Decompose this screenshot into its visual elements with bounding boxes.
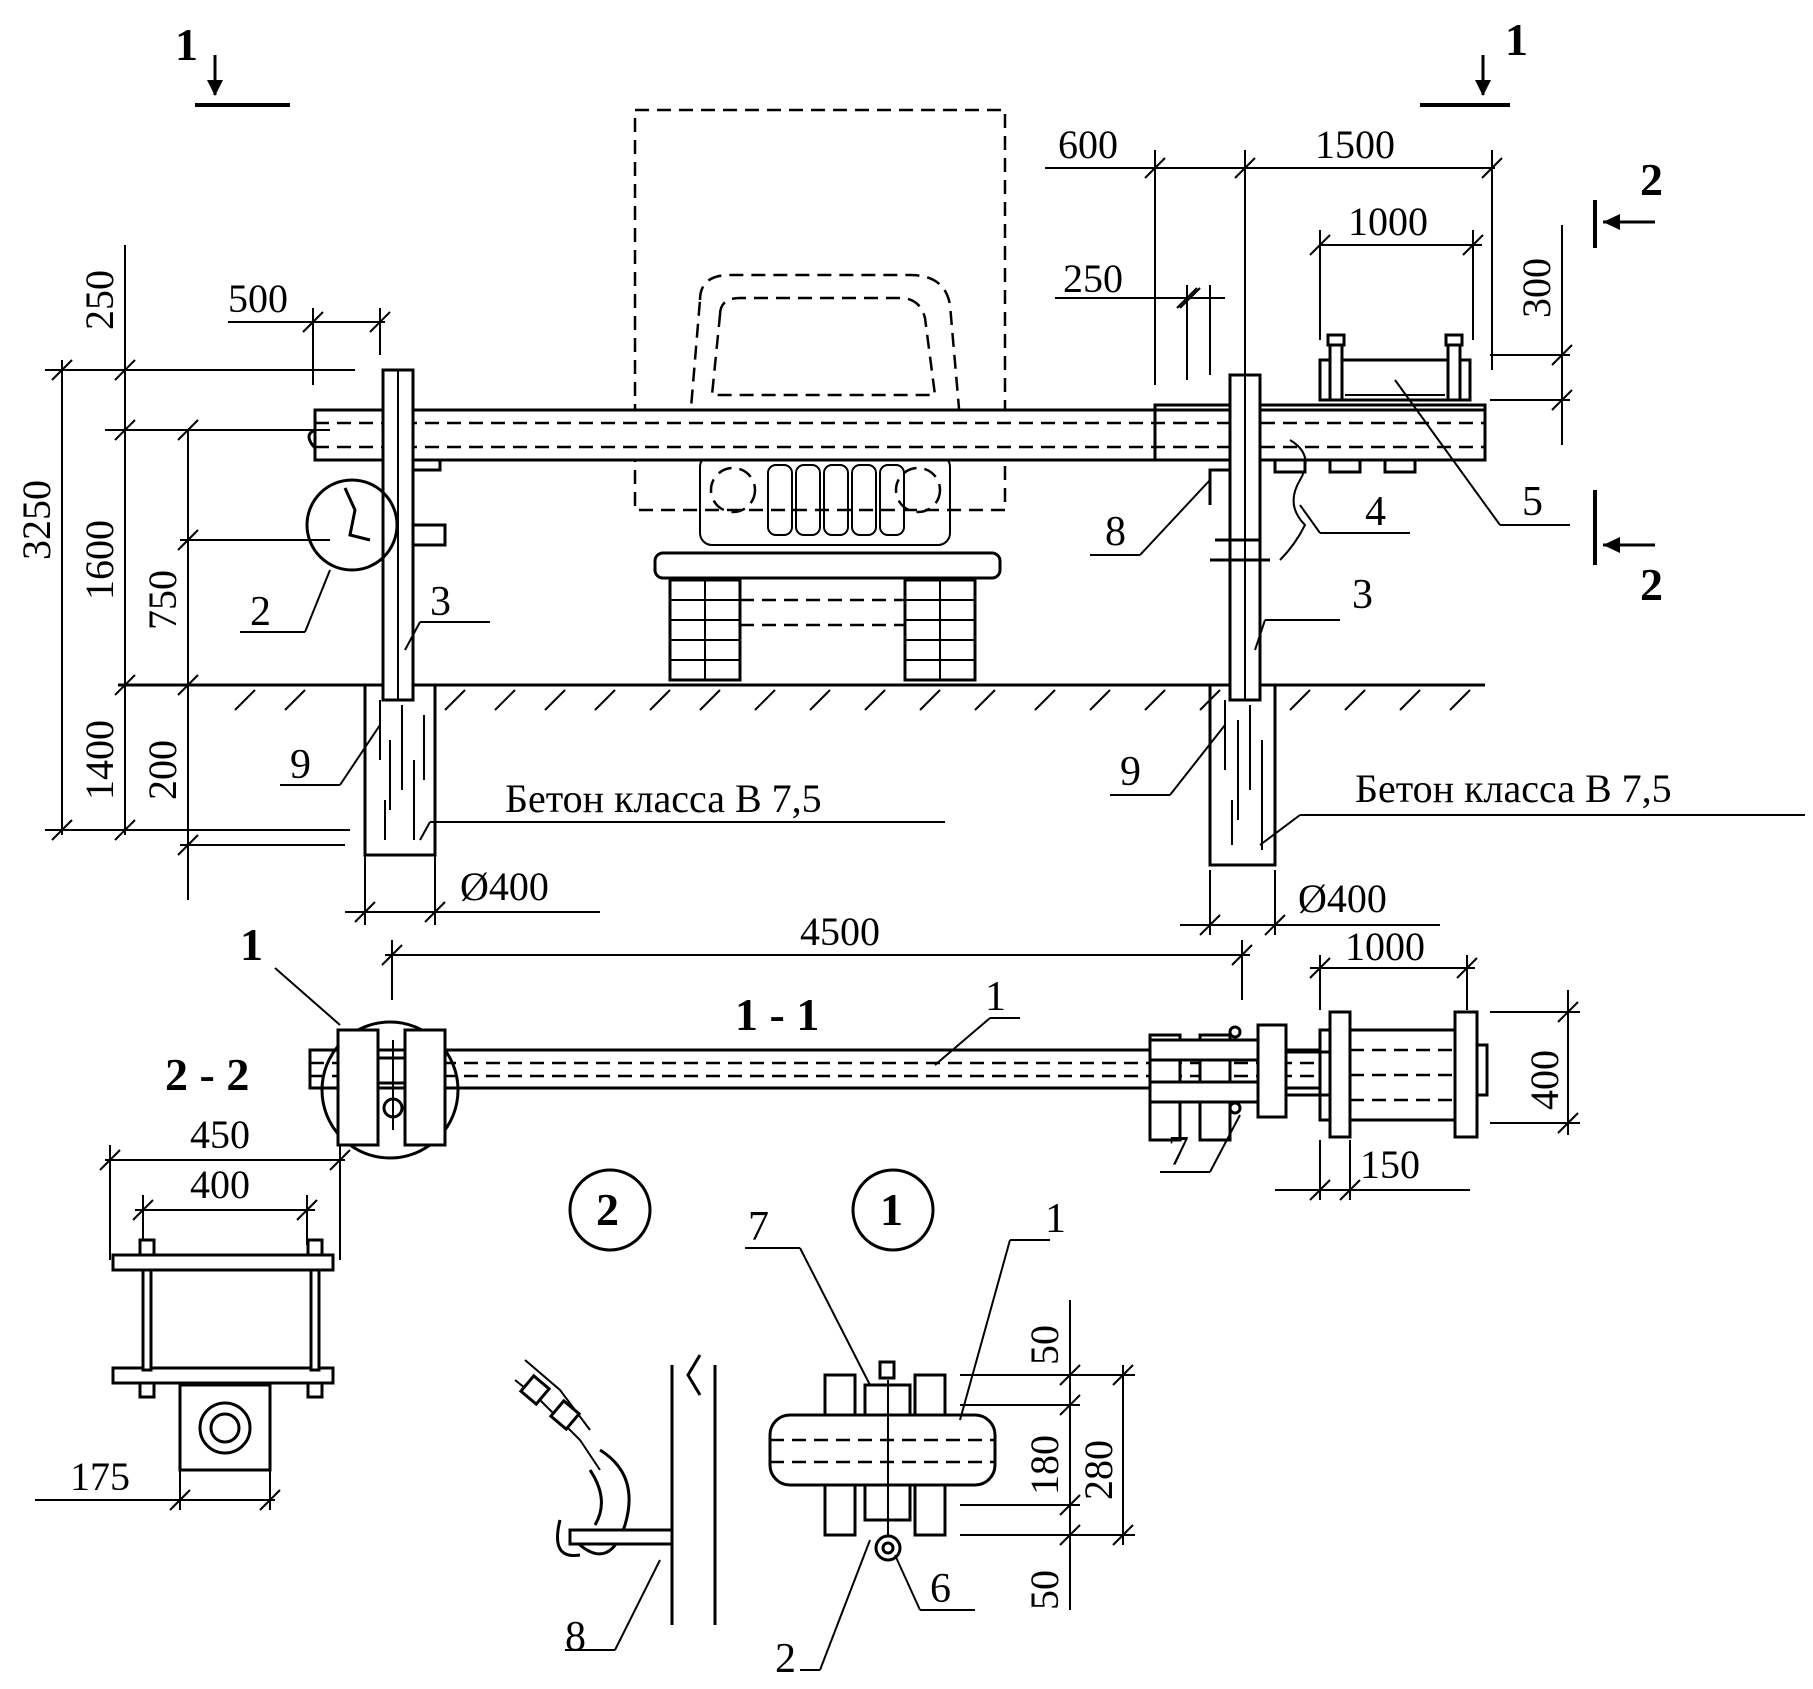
- truck-wheel-left: [668, 578, 742, 682]
- section-mark-1-right: 1: [1420, 14, 1528, 107]
- dim-1600: 1600: [77, 520, 122, 600]
- section-1-label-left: 1: [175, 19, 198, 70]
- dim-250-top: 250: [77, 270, 122, 330]
- dim-3250: 3250: [14, 480, 59, 560]
- callout-3-left: 3: [430, 579, 451, 625]
- detail-circle-2: [305, 478, 399, 572]
- callout-1-detail: 1: [1045, 1196, 1066, 1242]
- callout-9-left: 9: [290, 742, 311, 788]
- side-title: 2 - 2: [165, 1049, 249, 1100]
- dim-1000-plan: 1000: [1345, 924, 1425, 969]
- dim-1000-top: 1000: [1348, 199, 1428, 244]
- plan-view: 1 - 1 4500 1 2 - 2: [165, 909, 1580, 1201]
- dim-1500: 1500: [1315, 122, 1395, 167]
- callout-2-left: 2: [250, 589, 271, 635]
- callout-2-detail: 2: [775, 1636, 796, 1682]
- section-2-2-view: 450 400 175: [35, 1112, 351, 1511]
- dim-175: 175: [70, 1454, 130, 1499]
- callout-7-detail: 7: [748, 1204, 769, 1250]
- detail-1-view: 1 7 1 6 2 50: [745, 1168, 1135, 1682]
- callout-circle-1: 1: [240, 919, 263, 970]
- ground-line: [118, 683, 1485, 711]
- callout-1-plan: 1: [985, 974, 1006, 1020]
- right-foundation: [1208, 683, 1277, 867]
- dim-4500: 4500: [800, 909, 880, 954]
- section-mark-1-left: 1: [175, 19, 290, 107]
- truck-wheel-right: [903, 578, 977, 682]
- section-2-label-top: 2: [1640, 154, 1663, 205]
- dim-150: 150: [1360, 1142, 1420, 1187]
- left-dimensions: 3250 250 1600 1400 750 200 500 Ø400: [14, 245, 600, 925]
- dim-50-top: 50: [1022, 1325, 1067, 1365]
- hook-item-8: [1208, 458, 1417, 562]
- dim-180: 180: [1022, 1435, 1067, 1495]
- note-concrete-right: Бетон класса В 7,5: [1355, 766, 1672, 811]
- winch-item-5: [1318, 333, 1472, 402]
- dim-1400: 1400: [77, 720, 122, 800]
- dim-280: 280: [1076, 1440, 1121, 1500]
- callout-8-detail: 8: [565, 1614, 586, 1660]
- callout-6-detail: 6: [930, 1566, 951, 1612]
- elevation-callouts: 2 3 9 8 4 5 3 9 Бетон класса В 7,5 Бетон…: [240, 379, 1805, 846]
- dim-750: 750: [140, 570, 185, 630]
- callout-9-right: 9: [1120, 749, 1141, 795]
- chain-item-4: [1279, 439, 1307, 561]
- callout-7-plan: 7: [1168, 1129, 1189, 1175]
- callout-8: 8: [1105, 509, 1126, 555]
- callout-5: 5: [1522, 479, 1543, 525]
- left-foundation: [363, 683, 437, 857]
- section-2-label-bottom: 2: [1640, 559, 1663, 610]
- section-mark-2-bottom: 2: [1593, 490, 1663, 610]
- detail-1-label: 1: [880, 1184, 903, 1235]
- truck-grille: [767, 464, 905, 536]
- dim-dia-400-left: Ø400: [460, 864, 549, 909]
- detail-2-label: 2: [596, 1184, 619, 1235]
- dim-250-right: 250: [1063, 256, 1123, 301]
- detail-2-view: 2 8: [514, 1168, 717, 1660]
- note-concrete-left: Бетон класса В 7,5: [505, 776, 822, 821]
- dim-200: 200: [140, 740, 185, 800]
- dim-400-plan: 400: [1522, 1050, 1567, 1110]
- dim-600: 600: [1058, 122, 1118, 167]
- plan-title: 1 - 1: [735, 989, 819, 1040]
- dim-450: 450: [190, 1112, 250, 1157]
- right-dimensions: 600 1500 1000 250 300 Ø400: [1045, 122, 1573, 936]
- dim-300: 300: [1514, 258, 1559, 318]
- truck-outline: [633, 108, 1007, 682]
- section-1-label-right: 1: [1505, 14, 1528, 65]
- dim-400-side: 400: [190, 1162, 250, 1207]
- dim-500: 500: [228, 276, 288, 321]
- section-mark-2-top: 2: [1593, 154, 1663, 248]
- callout-3-right: 3: [1352, 572, 1373, 618]
- dim-dia-400-right: Ø400: [1298, 876, 1387, 921]
- callout-4: 4: [1365, 489, 1386, 535]
- dim-50-bottom: 50: [1022, 1570, 1067, 1610]
